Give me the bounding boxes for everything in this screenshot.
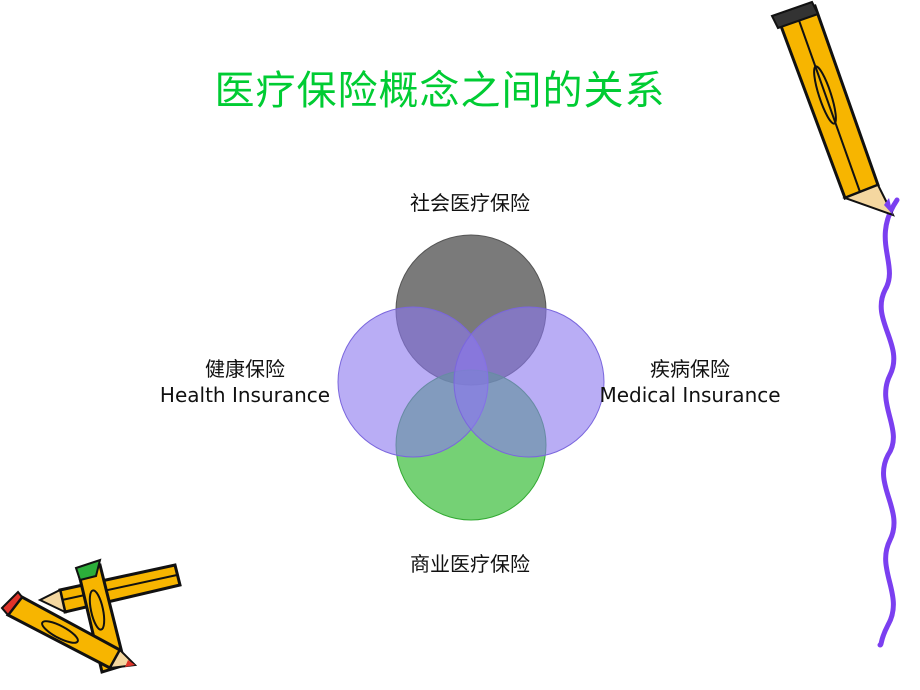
pencil-icon bbox=[770, 0, 896, 217]
label-medical-insurance-en: Medical Insurance bbox=[599, 383, 781, 407]
label-health-insurance-cn: 健康保险 bbox=[205, 357, 285, 381]
crossed-pencils-icon bbox=[0, 558, 182, 674]
label-commercial-insurance-text: 商业医疗保险 bbox=[410, 552, 530, 576]
venn-diagram bbox=[337, 234, 605, 521]
label-medical-insurance-cn: 疾病保险 bbox=[650, 357, 730, 381]
label-commercial-insurance: 商业医疗保险 bbox=[360, 551, 580, 577]
label-health-insurance: 健康保险 Health Insurance bbox=[140, 356, 350, 408]
circle-medical-insurance bbox=[453, 306, 605, 458]
label-medical-insurance: 疾病保险 Medical Insurance bbox=[585, 356, 795, 408]
slide-title: 医疗保险概念之间的关系 bbox=[214, 68, 666, 114]
label-health-insurance-en: Health Insurance bbox=[159, 383, 331, 407]
label-social-insurance-text: 社会医疗保险 bbox=[410, 191, 530, 215]
wavy-line-icon bbox=[877, 197, 900, 648]
label-social-insurance: 社会医疗保险 bbox=[360, 190, 580, 216]
